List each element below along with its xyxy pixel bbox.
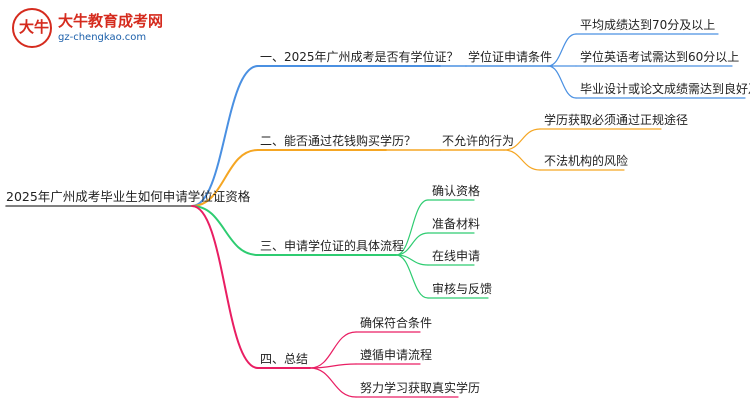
branch-4-leaf-2-connector xyxy=(309,363,357,369)
branch-1-leaf-1-connector xyxy=(547,33,577,67)
branch-1-leaf-1[interactable]: 平均成绩达到70分及以上 xyxy=(580,18,716,32)
logo-title: 大牛教育成考网 xyxy=(58,12,164,30)
branch-2-leaf-1[interactable]: 学历获取必须通过正规途径 xyxy=(544,113,689,127)
mindmap-edges xyxy=(5,33,746,398)
branch-2-node[interactable]: 二、能否通过花钱购买学历？ xyxy=(260,134,417,148)
branch-1-sub-node[interactable]: 学位证申请条件 xyxy=(468,50,553,64)
branch-1-connector xyxy=(191,65,259,207)
branch-4-leaf-3[interactable]: 努力学习获取真实学历 xyxy=(360,381,481,395)
branch-3-node[interactable]: 三、申请学位证的具体流程 xyxy=(260,239,405,253)
branch-4-leaf-1-connector xyxy=(309,331,357,369)
branch-1-leaf-2[interactable]: 学位英语考试需达到60分以上 xyxy=(580,50,740,64)
branch-1-node[interactable]: 一、2025年广州成考是否有学位证？ xyxy=(260,50,459,64)
branch-3-leaf-1[interactable]: 确认资格 xyxy=(432,184,481,198)
branch-2-leaf-1-connector xyxy=(503,128,541,151)
branch-3-leaf-2[interactable]: 准备材料 xyxy=(432,217,481,231)
logo-mark-text: 大牛 xyxy=(18,18,49,36)
branch-3-connector xyxy=(191,205,259,256)
branch-3-leaf-3[interactable]: 在线申请 xyxy=(432,249,481,263)
branch-3-leaf-1-connector xyxy=(395,199,429,256)
branch-4-connector xyxy=(191,205,259,369)
branch-3-leaf-4-connector xyxy=(395,254,429,299)
site-logo[interactable]: 大牛 大牛教育成考网 gz-chengkao.com xyxy=(10,6,164,56)
branch-2-leaf-2-connector xyxy=(503,149,541,171)
branch-4-leaf-2[interactable]: 遵循申请流程 xyxy=(360,348,433,362)
branch-2-connector xyxy=(191,149,259,207)
branch-3-leaf-2-connector xyxy=(395,232,429,256)
branch-2-leaf-2[interactable]: 不法机构的风险 xyxy=(544,154,629,168)
branch-4-node[interactable]: 四、总结 xyxy=(260,352,309,366)
branch-3-leaf-4[interactable]: 审核与反馈 xyxy=(432,282,493,296)
logo-url: gz-chengkao.com xyxy=(58,32,147,43)
root-node[interactable]: 2025年广州成考毕业生如何申请学位证资格 xyxy=(6,189,251,204)
branch-1-leaf-3-connector xyxy=(547,65,577,99)
branch-2-sub-node[interactable]: 不允许的行为 xyxy=(442,134,515,148)
logo-mark: 大牛 xyxy=(12,8,52,48)
branch-4-leaf-1[interactable]: 确保符合条件 xyxy=(360,316,433,330)
branch-1-leaf-3[interactable]: 毕业设计或论文成绩需达到良好及以上 xyxy=(580,82,750,96)
branch-4-leaf-3-connector xyxy=(309,367,357,398)
